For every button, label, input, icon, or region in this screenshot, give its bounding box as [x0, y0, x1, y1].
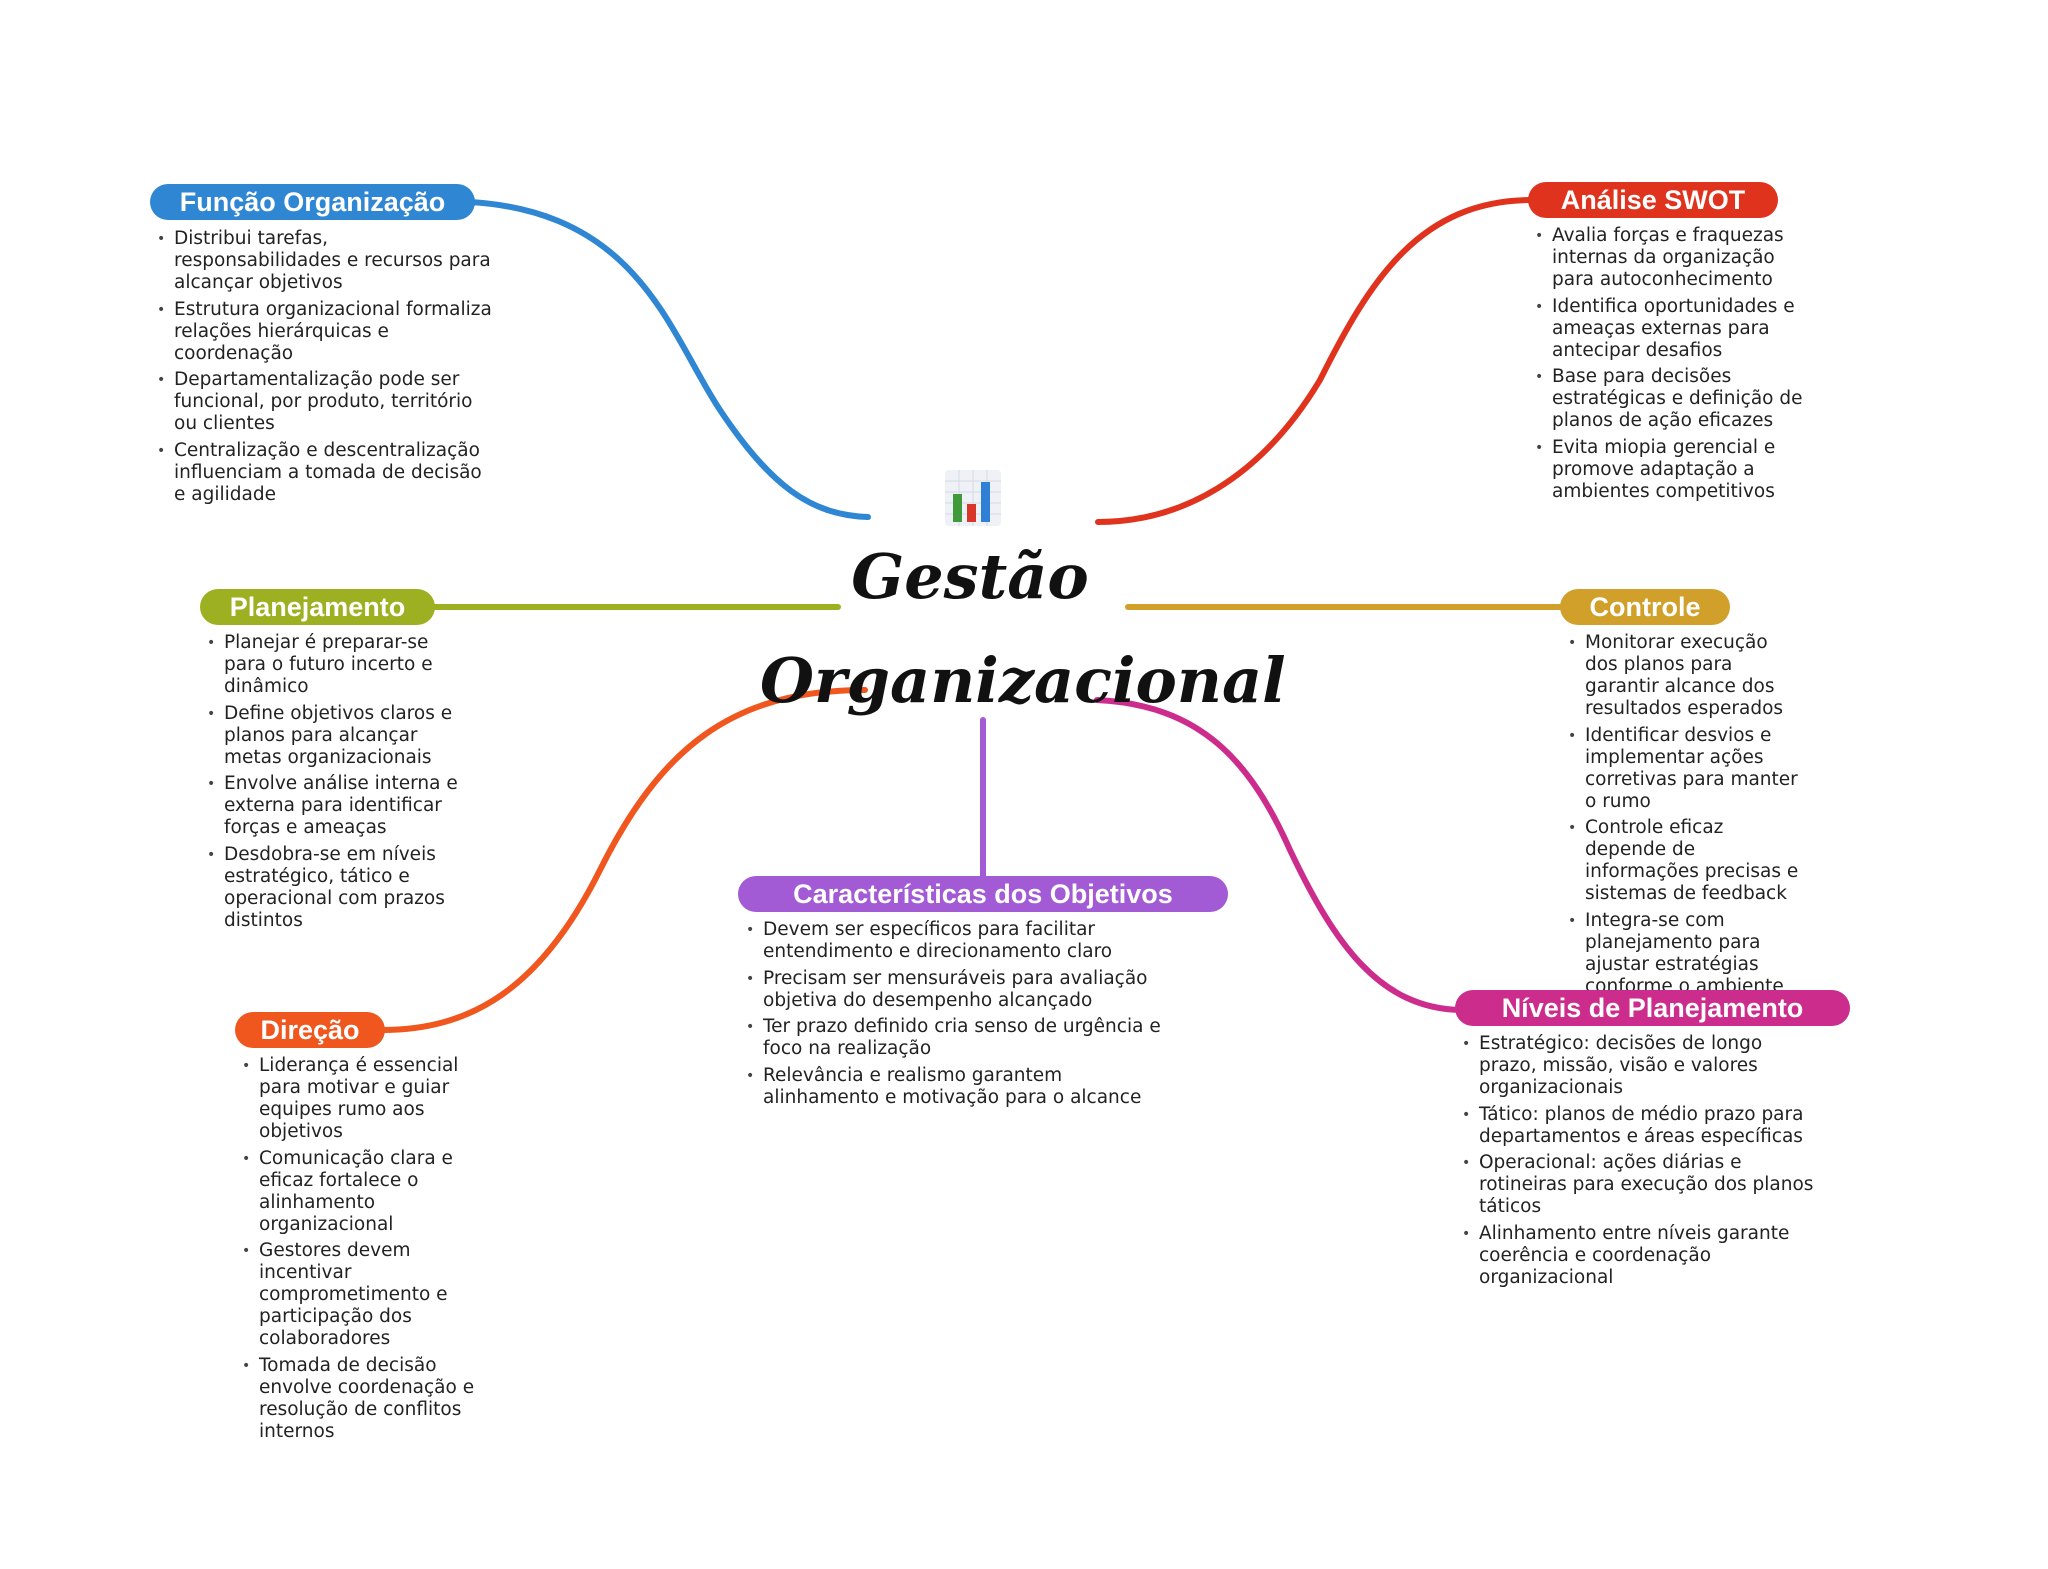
branch-analise-swot[interactable]: Análise SWOT: [1528, 182, 1778, 218]
note-item: Operacional: ações diárias e rotineiras …: [1460, 1152, 1825, 1218]
branch-funcao-organizacao-notes: Distribui tarefas, responsabilidades e r…: [155, 228, 495, 510]
central-title-line-2: Organizacional: [760, 644, 1286, 717]
note-item: Controle eficaz depende de informações p…: [1566, 817, 1806, 905]
branch-funcao-organizacao[interactable]: Função Organização: [150, 184, 475, 220]
note-item: Precisam ser mensuráveis para avaliação …: [744, 968, 1164, 1012]
branch-caracteristicas-objetivos[interactable]: Características dos Objetivos: [738, 876, 1228, 912]
note-item: Desdobra-se em níveis estratégico, tátic…: [205, 844, 475, 932]
note-item: Relevância e realismo garantem alinhamen…: [744, 1065, 1164, 1109]
note-item: Ter prazo definido cria senso de urgênci…: [744, 1016, 1164, 1060]
note-item: Comunicação clara e eficaz fortalece o a…: [240, 1148, 475, 1236]
note-item: Centralização e descentralização influen…: [155, 440, 495, 506]
branch-niveis-planejamento-notes: Estratégico: decisões de longo prazo, mi…: [1460, 1033, 1825, 1293]
note-item: Identifica oportunidades e ameaças exter…: [1533, 296, 1818, 362]
central-title-line-1: Gestão: [851, 540, 1089, 613]
note-item: Monitorar execução dos planos para garan…: [1566, 632, 1806, 720]
note-item: Estrutura organizacional formaliza relaç…: [155, 299, 495, 365]
note-item: Tático: planos de médio prazo para depar…: [1460, 1104, 1825, 1148]
note-item: Integra-se com planejamento para ajustar…: [1566, 910, 1806, 998]
note-item: Envolve análise interna e externa para i…: [205, 773, 475, 839]
note-item: Evita miopia gerencial e promove adaptaç…: [1533, 437, 1818, 503]
note-item: Identificar desvios e implementar ações …: [1566, 725, 1806, 813]
branch-planejamento[interactable]: Planejamento: [200, 589, 435, 625]
note-item: Liderança é essencial para motivar e gui…: [240, 1055, 475, 1143]
note-item: Departamentalização pode ser funcional, …: [155, 369, 495, 435]
connector-niveis: [1094, 697, 1463, 1013]
central-topic: Gestão Organizacional: [760, 525, 1286, 733]
note-item: Tomada de decisão envolve coordenação e …: [240, 1355, 475, 1443]
note-item: Avalia forças e fraquezas internas da or…: [1533, 225, 1818, 291]
note-item: Estratégico: decisões de longo prazo, mi…: [1460, 1033, 1825, 1099]
connector-swot: [1095, 197, 1535, 525]
branch-controle-notes: Monitorar execução dos planos para garan…: [1566, 632, 1806, 1002]
branch-caracteristicas-objetivos-notes: Devem ser específicos para facilitar ent…: [744, 919, 1164, 1113]
bar-chart-icon: [945, 470, 1001, 526]
note-item: Devem ser específicos para facilitar ent…: [744, 919, 1164, 963]
branch-analise-swot-notes: Avalia forças e fraquezas internas da or…: [1533, 225, 1818, 507]
note-item: Planejar é preparar-se para o futuro inc…: [205, 632, 475, 698]
branch-niveis-planejamento[interactable]: Níveis de Planejamento: [1455, 990, 1850, 1026]
branch-controle[interactable]: Controle: [1560, 589, 1730, 625]
note-item: Alinhamento entre níveis garante coerênc…: [1460, 1223, 1825, 1289]
note-item: Gestores devem incentivar comprometiment…: [240, 1240, 475, 1350]
connector-funcao: [467, 199, 871, 520]
note-item: Distribui tarefas, responsabilidades e r…: [155, 228, 495, 294]
branch-planejamento-notes: Planejar é preparar-se para o futuro inc…: [205, 632, 475, 936]
branch-direcao[interactable]: Direção: [235, 1012, 385, 1048]
note-item: Base para decisões estratégicas e defini…: [1533, 366, 1818, 432]
branch-direcao-notes: Liderança é essencial para motivar e gui…: [240, 1055, 475, 1447]
note-item: Define objetivos claros e planos para al…: [205, 703, 475, 769]
connector-direcao: [379, 687, 868, 1033]
